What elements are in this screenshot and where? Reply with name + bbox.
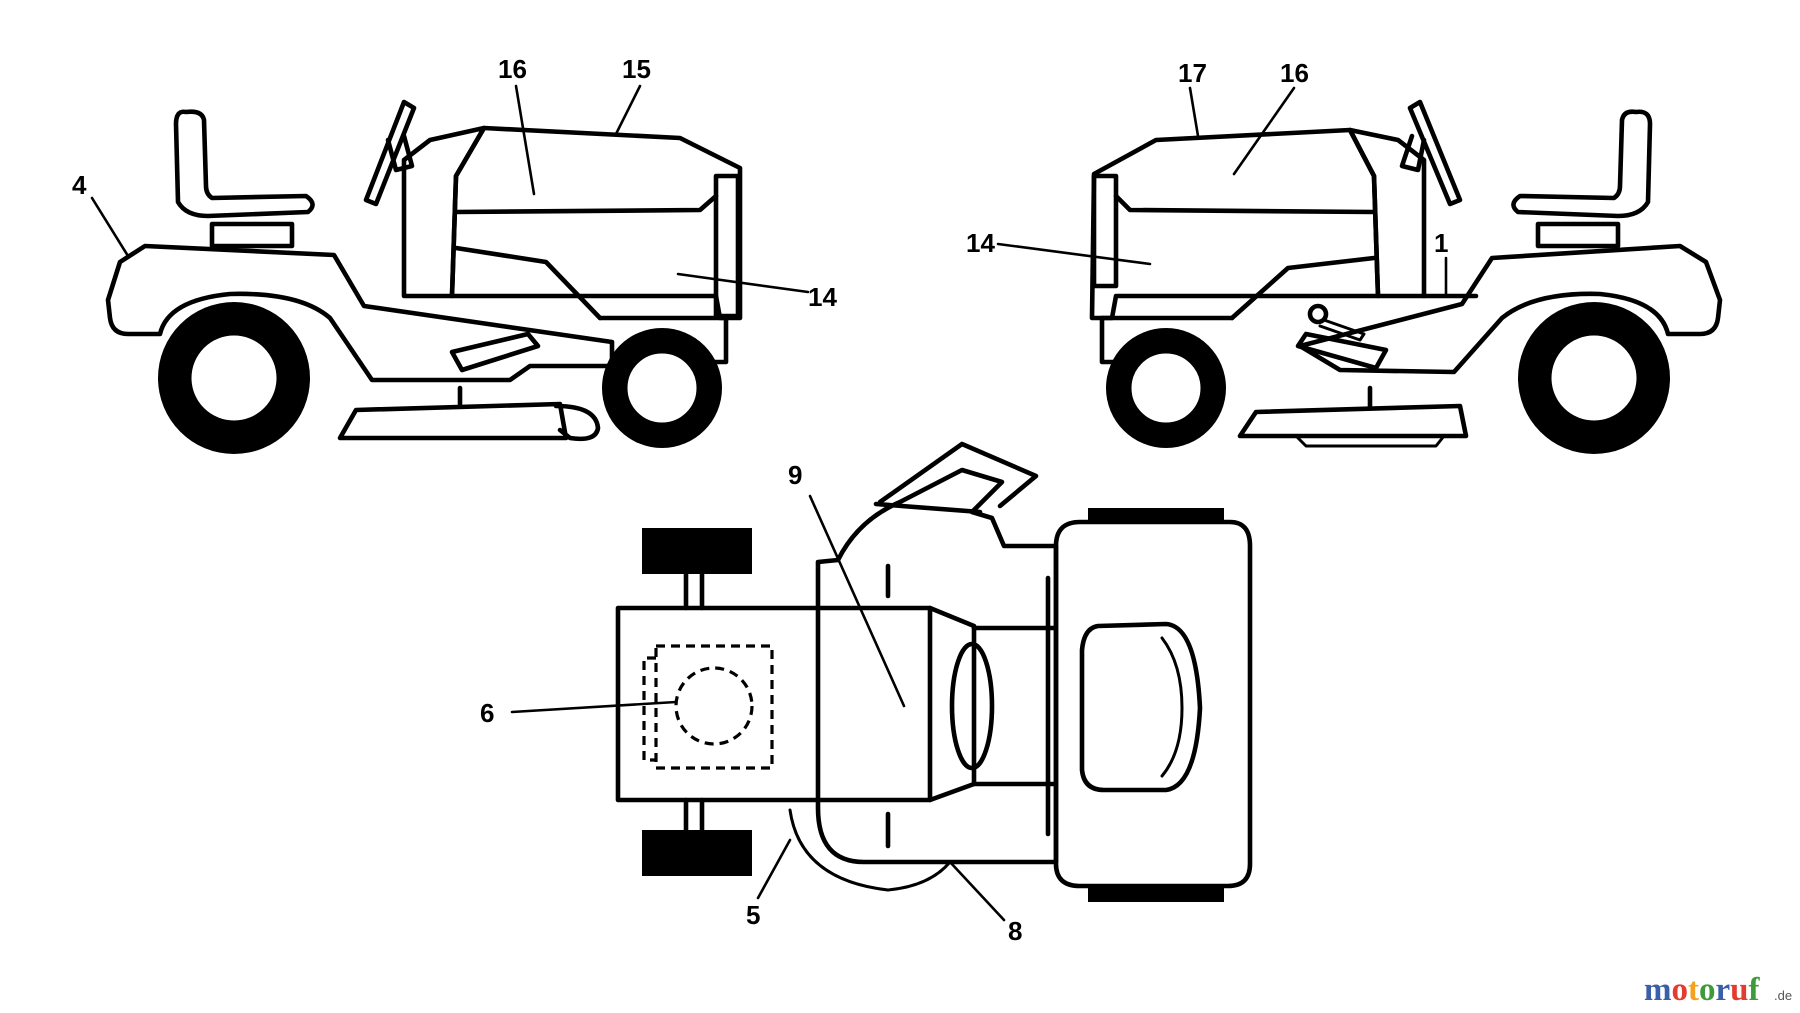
- tractor-left-side-view: [90, 84, 810, 454]
- svg-text:motoruf: motoruf: [1644, 972, 1761, 1008]
- callout-16-left: 16: [498, 54, 527, 84]
- watermark-letter: o: [1672, 972, 1689, 1008]
- callout-14-right: 14: [966, 228, 995, 258]
- callout-5: 5: [746, 900, 760, 930]
- watermark-letter: m: [1644, 972, 1672, 1008]
- callout-4: 4: [72, 170, 87, 200]
- watermark-letter: r: [1716, 972, 1731, 1008]
- rear-tire-top-lower: [1088, 886, 1224, 902]
- watermark-letter: o: [1699, 972, 1716, 1008]
- callout-17: 17: [1178, 58, 1207, 88]
- callout-16-right: 16: [1280, 58, 1309, 88]
- tractor-top-view: [510, 441, 1253, 922]
- callout-9: 9: [788, 460, 802, 490]
- watermark-suffix: .de: [1774, 988, 1792, 1003]
- front-tire-top-lower: [642, 830, 752, 876]
- watermark-letter: u: [1730, 972, 1748, 1008]
- front-tire-top-upper: [642, 528, 752, 574]
- callout-8: 8: [1008, 916, 1022, 946]
- callout-1: 1: [1434, 228, 1448, 258]
- callout-15: 15: [622, 54, 651, 84]
- watermark-letter: f: [1749, 972, 1761, 1008]
- callout-14-left: 14: [808, 282, 837, 312]
- motoruf-watermark: motoruf .de: [1644, 972, 1792, 1008]
- tractor-right-side-view: [996, 86, 1723, 454]
- watermark-letter: t: [1688, 972, 1699, 1008]
- rear-tire-top-upper: [1088, 508, 1224, 524]
- callout-6: 6: [480, 698, 494, 728]
